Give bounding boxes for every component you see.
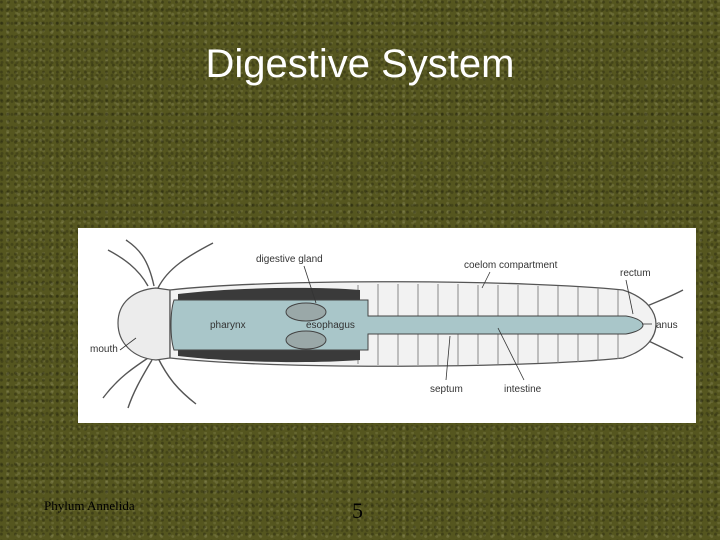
page-number: 5	[352, 498, 363, 523]
label-esophagus: esophagus	[306, 320, 355, 331]
diagram-svg: digestive gland coelom compartment rectu…	[90, 239, 684, 409]
leader-lines	[119, 265, 652, 381]
label-mouth: mouth	[90, 344, 118, 355]
esophagus-gland-top	[285, 302, 327, 322]
worm-digestive-diagram: digestive gland coelom compartment rectu…	[78, 228, 696, 423]
esophagus-gland-bottom	[285, 330, 327, 350]
label-septum: septum	[430, 384, 463, 395]
worm-head	[117, 287, 171, 361]
label-pharynx: pharynx	[210, 320, 246, 331]
label-anus: anus	[656, 320, 678, 331]
label-rectum: rectum	[620, 268, 651, 279]
footer-text: Phylum Annelida	[44, 498, 135, 513]
slide-title: Digestive System	[205, 42, 515, 86]
label-coelom-compartment: coelom compartment	[464, 260, 558, 271]
label-intestine: intestine	[504, 384, 542, 395]
head-bristles	[102, 239, 214, 409]
label-digestive-gland: digestive gland	[256, 254, 323, 265]
